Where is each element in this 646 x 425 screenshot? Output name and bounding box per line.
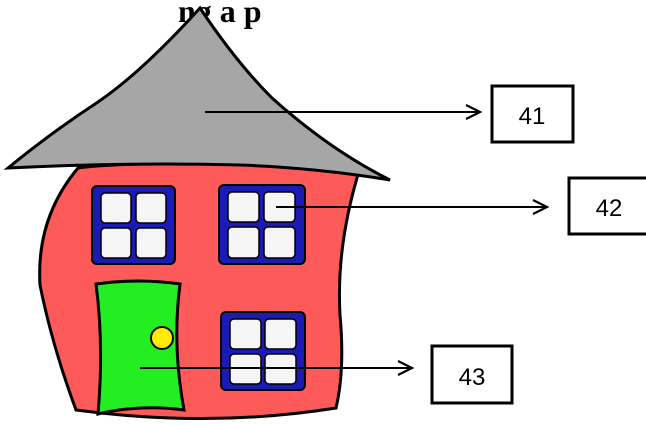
window-top-right: [218, 184, 306, 265]
house-walls: [38, 161, 362, 421]
label-42: 42: [596, 195, 623, 222]
label-41: 41: [519, 103, 546, 130]
label-43: 43: [459, 364, 486, 391]
door-knob: [150, 326, 174, 350]
label-box-42: [567, 176, 646, 236]
house-roof: [3, 5, 391, 182]
window-bottom-right: [220, 311, 306, 391]
label-box-41: [490, 84, 575, 144]
house-door: [94, 279, 186, 416]
label-box-43: [430, 344, 514, 405]
window-top-left: [91, 185, 176, 265]
